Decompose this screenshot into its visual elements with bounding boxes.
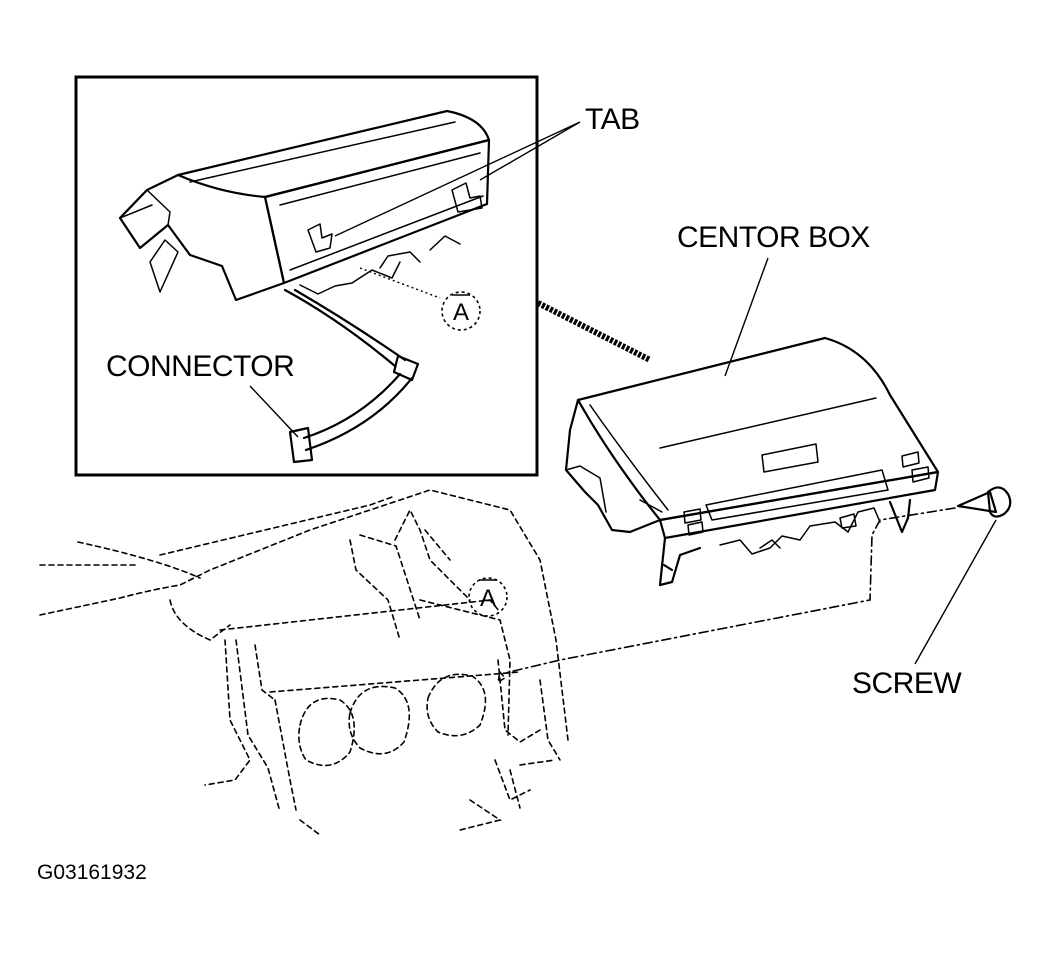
screw-icon [956, 486, 1012, 518]
inset-callout-line [536, 300, 652, 363]
connector-leader [249, 385, 299, 438]
figure-code: G03161932 [37, 861, 147, 884]
centor-box-label: CENTOR BOX [677, 221, 870, 254]
reference-a-dashboard: A [468, 577, 508, 617]
tab-label: TAB [585, 103, 640, 136]
dashboard-icon [39, 489, 569, 836]
inset-frame [74, 75, 539, 477]
connector-label: CONNECTOR [106, 350, 294, 383]
centor-box-leader [724, 257, 769, 377]
tab-leaders [334, 121, 581, 237]
screw-label: SCREW [852, 667, 962, 700]
center-box-icon [564, 336, 940, 587]
inset-center-box-icon [118, 109, 491, 464]
reference-a-inset-label: A [453, 299, 469, 326]
screw-leader [914, 519, 997, 665]
screw-path-line [504, 507, 956, 674]
reference-a-inset: A [441, 291, 481, 331]
reference-a-dashboard-label: A [480, 585, 496, 612]
